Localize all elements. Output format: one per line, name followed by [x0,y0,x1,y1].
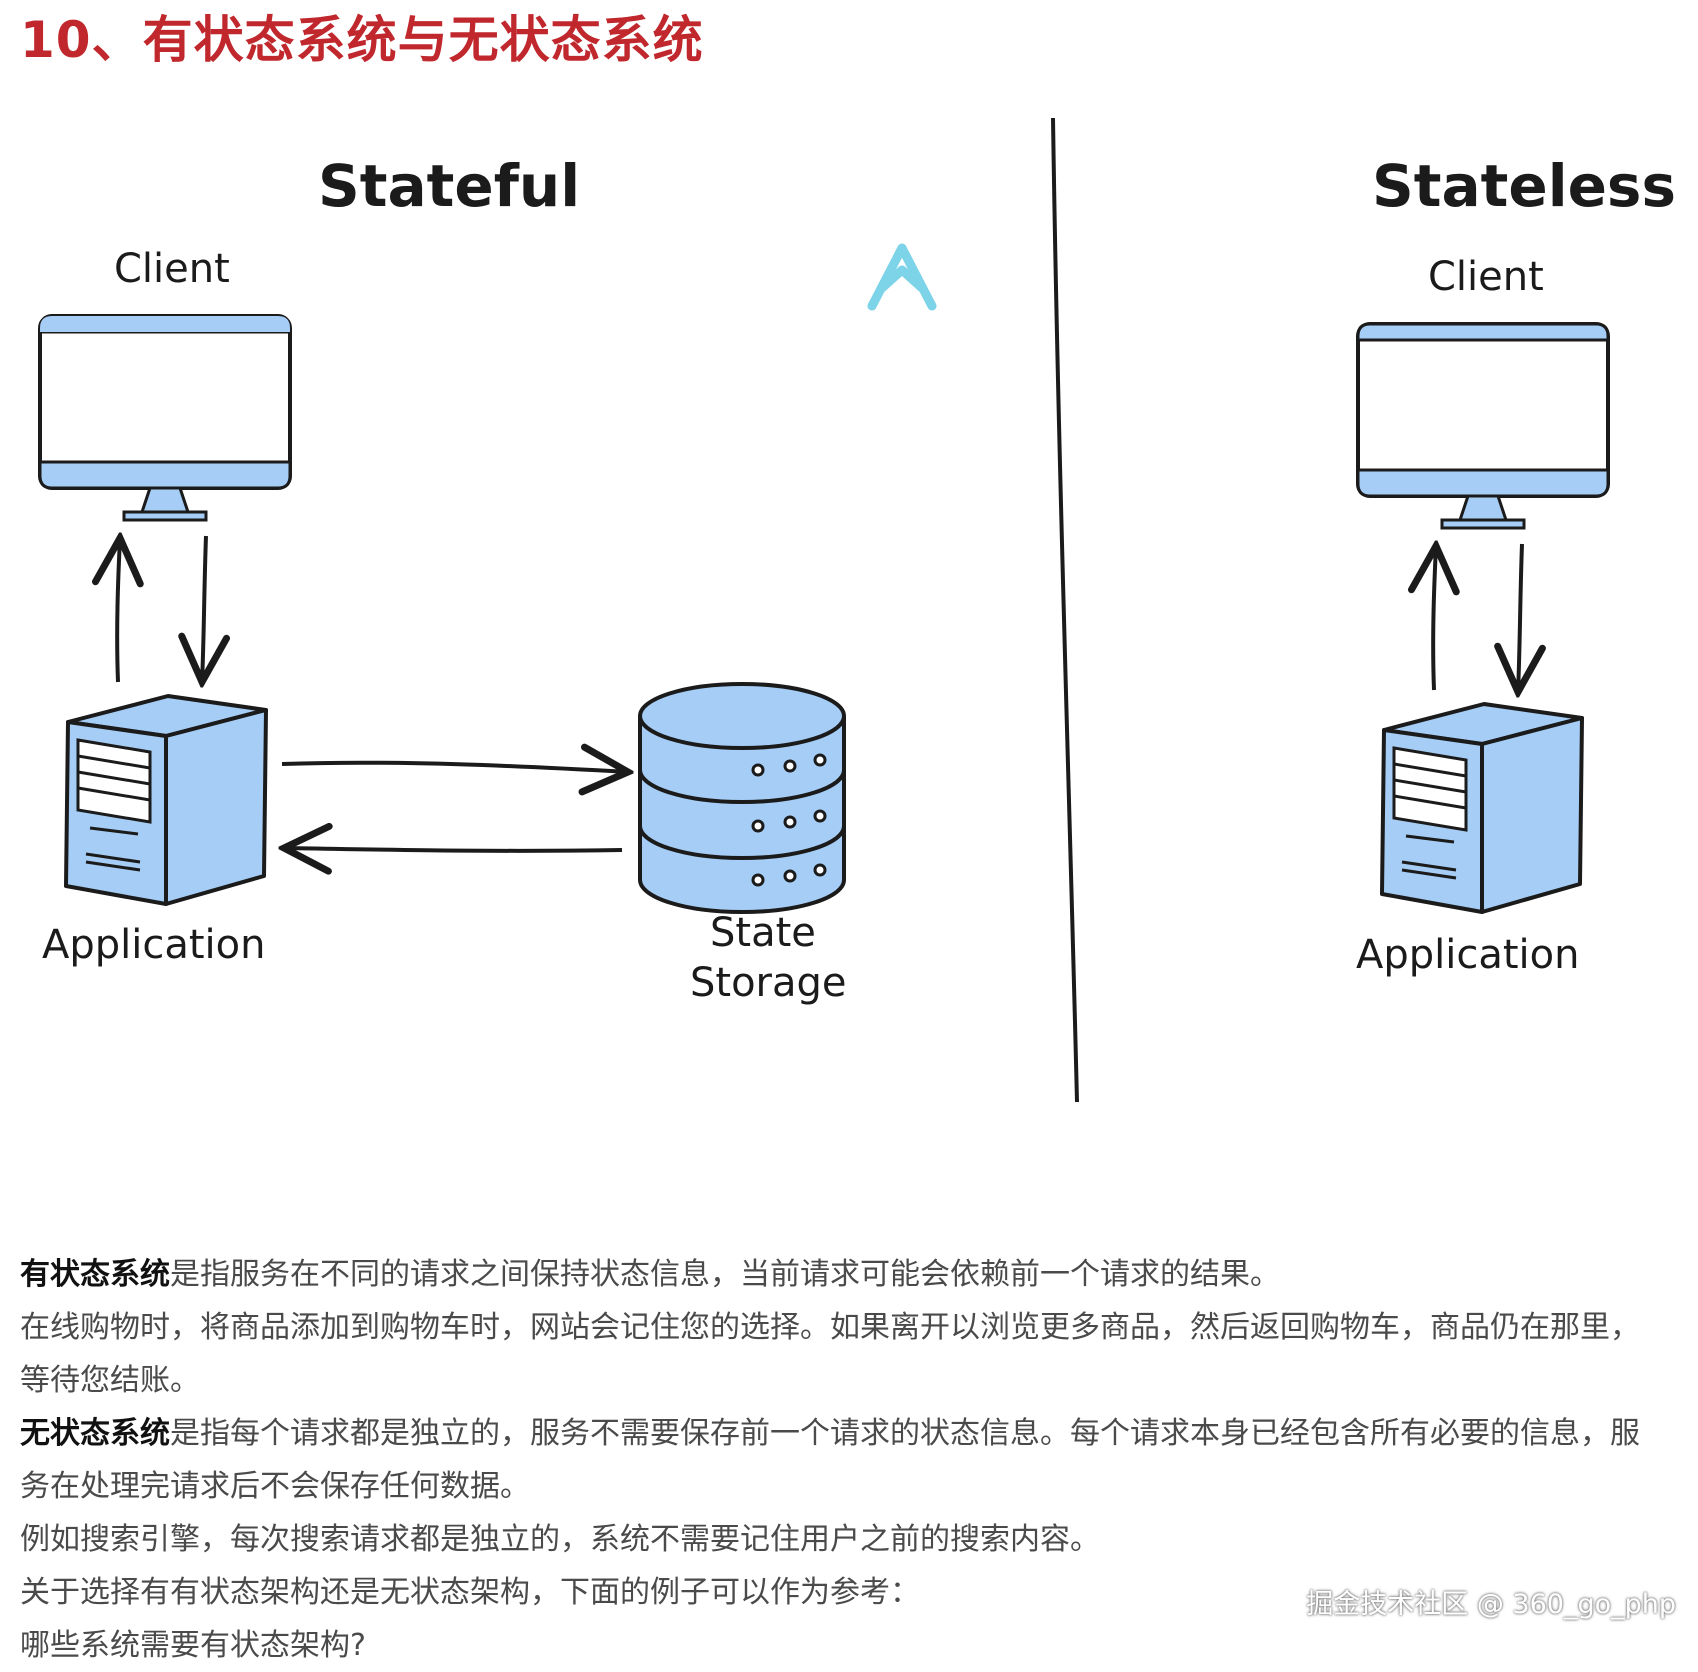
stateful-definition: 有状态系统是指服务在不同的请求之间保持状态信息，当前请求可能会依赖前一个请求的结… [20,1248,1660,1301]
storage-label-line1: State [710,910,816,956]
stateless-definition-text: 是指每个请求都是独立的，服务不需要保存前一个请求的状态信息。每个请求本身已经包含… [20,1416,1640,1504]
stateful-term: 有状态系统 [20,1257,170,1292]
divider-line [1051,117,1079,1103]
section-heading: 10、有状态系统与无状态系统 [20,11,704,69]
storage-to-app-arrow [284,848,623,851]
stateless-client-monitor-icon [1356,322,1610,530]
stateless-request-arrow [1433,546,1436,691]
stateless-example: 例如搜索引擎，每次搜索请求都是独立的，系统不需要记住用户之前的搜索内容。 [20,1522,1100,1557]
stateful-definition-text: 是指服务在不同的请求之间保持状态信息，当前请求可能会依赖前一个请求的结果。 [170,1257,1280,1292]
stateful-response-arrow [202,535,206,682]
storage-label-line2: Storage [690,960,847,1006]
app-to-storage-arrow [281,763,628,772]
stateful-client-label: Client [114,246,230,292]
watermark: 掘金技术社区 @ 360_go_php [1306,1589,1676,1620]
choice-intro: 关于选择有有状态架构还是无状态架构，下面的例子可以作为参考： [20,1575,920,1610]
stateful-client-monitor-icon [38,314,292,522]
diagram-drawing [38,117,1610,1103]
stateless-application-server-icon [1380,702,1584,914]
stateful-application-server-icon [64,694,268,906]
article-body: 有状态系统是指服务在不同的请求之间保持状态信息，当前请求可能会依赖前一个请求的结… [20,1248,1660,1672]
stateful-title: Stateful [318,152,581,220]
peak-logo-icon [867,243,937,311]
stateless-definition: 无状态系统是指每个请求都是独立的，服务不需要保存前一个请求的状态信息。每个请求本… [20,1407,1660,1513]
stateful-question: 哪些系统需要有状态架构? [20,1628,366,1663]
stateless-term: 无状态系统 [20,1416,170,1451]
stateless-title: Stateless [1372,152,1676,220]
stateless-response-arrow [1518,543,1522,692]
state-storage-database-icon [638,682,846,914]
stateless-application-label: Application [1356,932,1580,978]
stateful-stateless-diagram: Stateful Client Application State Storag… [0,110,1698,1210]
stateful-example: 在线购物时，将商品添加到购物车时，网站会记住您的选择。如果离开以浏览更多商品，然… [20,1310,1640,1398]
stateful-request-arrow [117,538,120,683]
stateful-application-label: Application [42,922,266,968]
stateless-client-label: Client [1428,254,1544,300]
